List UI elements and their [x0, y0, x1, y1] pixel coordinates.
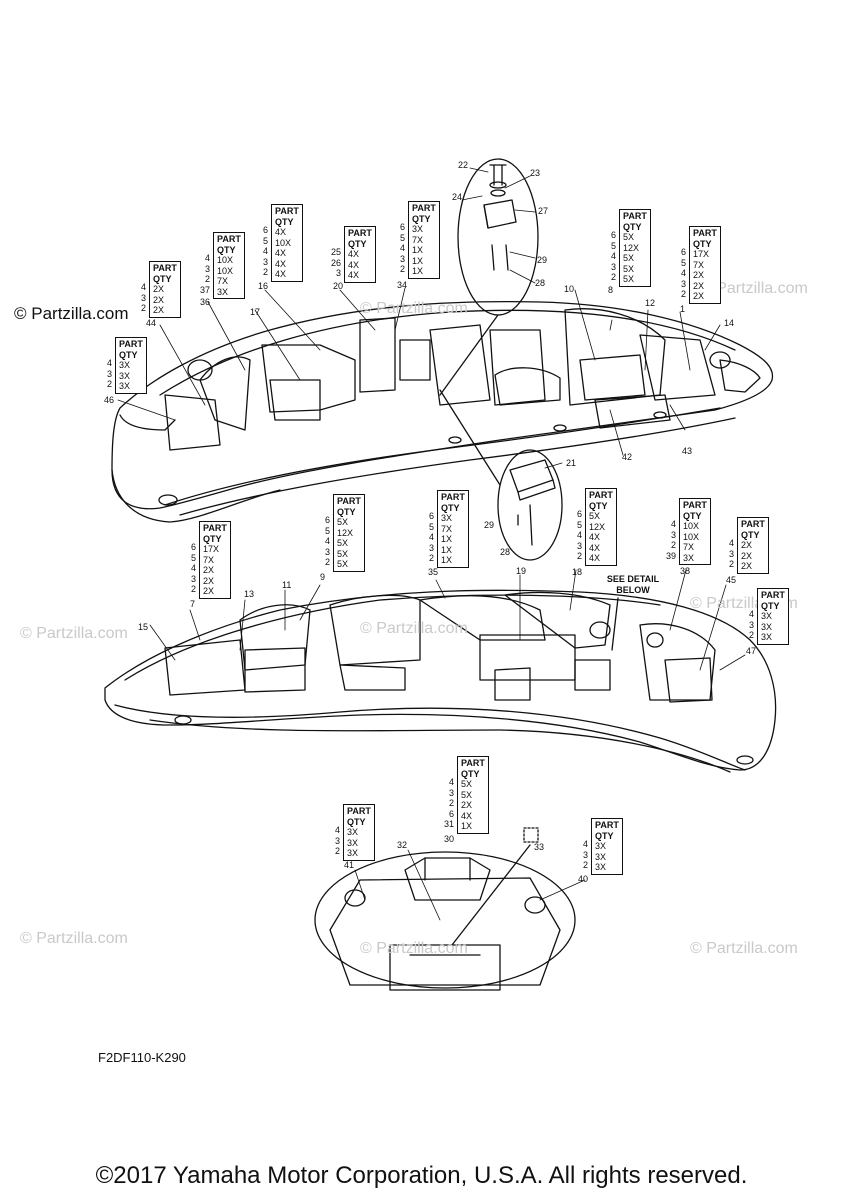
- callout-29b: 29: [484, 520, 495, 530]
- callout-21: 21: [566, 458, 577, 468]
- see-detail-note: SEE DETAIL BELOW: [606, 574, 660, 595]
- callout-1: 1: [680, 304, 686, 314]
- callout-32: 32: [397, 840, 408, 850]
- lower-hull: [104, 589, 777, 773]
- watermark: © Partzilla.com: [690, 940, 798, 957]
- watermark: © Partzilla.com: [360, 300, 468, 317]
- diagram-code: F2DF110-K290: [98, 1050, 186, 1065]
- callout-9: 9: [320, 572, 326, 582]
- callout-45: 45: [726, 575, 737, 585]
- partzilla-logo-text: © Partzilla.com: [14, 304, 129, 323]
- callout-15: 15: [138, 622, 149, 632]
- callout-40: 40: [578, 874, 589, 884]
- callout-30: 30: [444, 834, 455, 844]
- callout-18: 18: [572, 567, 583, 577]
- callout-28b: 28: [500, 547, 511, 557]
- watermark: © Partzilla.com: [20, 625, 128, 642]
- copyright-notice: ©2017 Yamaha Motor Corporation, U.S.A. A…: [95, 1162, 748, 1189]
- callout-41: 41: [344, 860, 355, 870]
- callout-35: 35: [428, 567, 439, 577]
- callout-44: 44: [146, 318, 157, 328]
- callout-16: 16: [258, 281, 269, 291]
- callout-13: 13: [244, 589, 255, 599]
- watermark: © Partzilla.com: [360, 620, 468, 637]
- callout-19: 19: [516, 566, 527, 576]
- callout-36: 36: [200, 297, 211, 307]
- callout-33: 33: [534, 842, 545, 852]
- callout-46: 46: [104, 395, 115, 405]
- upper-hull: [111, 300, 774, 523]
- callout-24: 24: [452, 192, 463, 202]
- callout-28: 28: [535, 278, 546, 288]
- callout-27: 27: [538, 206, 549, 216]
- middle-detail-oval: [439, 389, 563, 561]
- watermark: © Partzilla.com: [20, 930, 128, 947]
- callout-10: 10: [564, 284, 575, 294]
- callout-47: 47: [746, 646, 757, 656]
- callout-23: 23: [530, 168, 541, 178]
- callout-14: 14: [724, 318, 735, 328]
- callout-20: 20: [333, 281, 344, 291]
- callout-42: 42: [622, 452, 633, 462]
- callout-17: 17: [250, 307, 261, 317]
- watermark: © Partzilla.com: [700, 280, 808, 297]
- callout-38: 38: [680, 566, 691, 576]
- bottom-detail-oval: [314, 827, 576, 991]
- leader-lines: [117, 167, 746, 921]
- top-detail-oval: [439, 158, 539, 396]
- callout-7: 7: [190, 599, 196, 609]
- callout-22: 22: [458, 160, 469, 170]
- callout-12: 12: [645, 298, 656, 308]
- callout-34: 34: [397, 280, 408, 290]
- callout-29: 29: [537, 255, 548, 265]
- watermark: © Partzilla.com: [360, 940, 468, 957]
- callout-8: 8: [608, 285, 614, 295]
- callout-43: 43: [682, 446, 693, 456]
- callout-11: 11: [282, 580, 292, 590]
